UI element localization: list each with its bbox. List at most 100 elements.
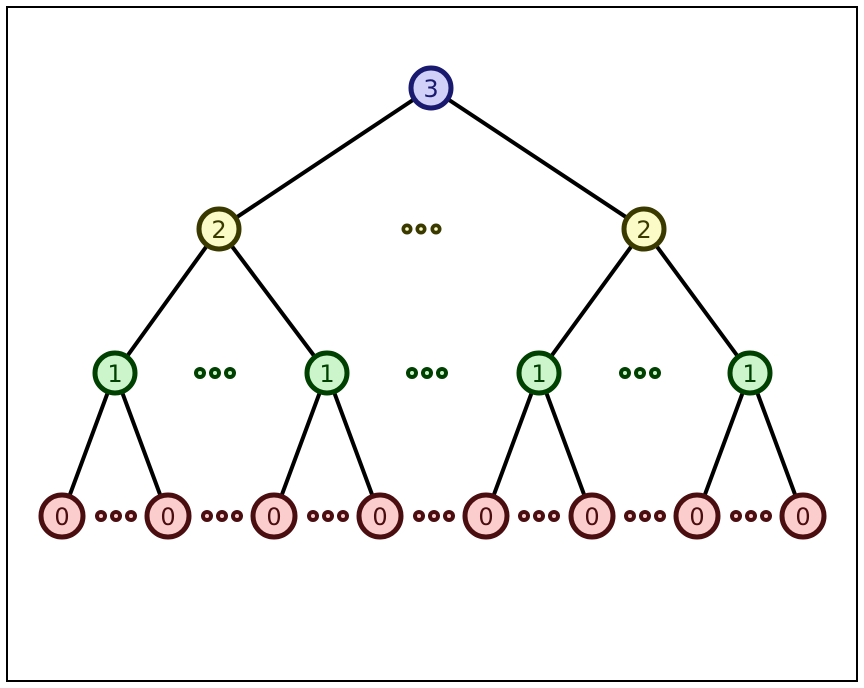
node-leaf-4-0-circle[interactable] — [356, 492, 404, 540]
ellipsis-leaf-3-dot-1-center — [311, 514, 315, 518]
edge-l1c-to-leaf5 — [484, 371, 541, 518]
node-l1-c-1[interactable]: 1 — [516, 350, 562, 396]
node-l1-d-1-label: 1 — [742, 360, 757, 388]
ellipsis-layer — [95, 223, 772, 522]
node-leaf-4-0[interactable]: 0 — [356, 492, 404, 540]
node-l1-c-1-circle[interactable] — [516, 350, 562, 396]
ellipsis-leaf-3-dot-3-center — [341, 514, 345, 518]
ellipsis-leaf-1-dot-2-center — [114, 514, 118, 518]
ellipsis-level-one-b-dot-2-center — [425, 371, 429, 375]
edge-l1a-to-leaf2 — [113, 371, 170, 518]
ellipsis-leaf-4-dot-3-center — [447, 514, 451, 518]
node-leaf-3-0-circle[interactable] — [250, 492, 298, 540]
node-leaf-2-0-circle[interactable] — [144, 492, 192, 540]
ellipsis-leaf-4 — [413, 510, 455, 522]
node-l1-b-1[interactable]: 1 — [304, 350, 350, 396]
ellipsis-level-one-c-dot-2-center — [638, 371, 642, 375]
ellipsis-leaf-6-dot-3-center — [658, 514, 662, 518]
node-leaf-1-0-label: 0 — [54, 503, 69, 531]
node-leaf-3-0-label: 0 — [266, 503, 281, 531]
node-leaf-6-0-circle[interactable] — [568, 492, 616, 540]
edge-root-to-l2-right — [429, 86, 646, 231]
node-root-3-label: 3 — [423, 75, 438, 103]
ellipsis-level-one-a-dot-1-center — [198, 371, 202, 375]
node-l2-right-2-circle[interactable] — [621, 206, 667, 252]
ellipsis-leaf-7-dot-1-center — [734, 514, 738, 518]
node-layer: 3 2 2 1 1 1 1 0 0 0 0 0 0 0 0 — [38, 65, 827, 540]
ellipsis-leaf-3-dot-2-center — [326, 514, 330, 518]
node-leaf-1-0-circle[interactable] — [38, 492, 86, 540]
node-l1-c-1-label: 1 — [531, 360, 546, 388]
ellipsis-level-two-dot-3-center — [434, 227, 438, 231]
ellipsis-level-one-b-dot-3-center — [440, 371, 444, 375]
ellipsis-leaf-7-dot-2-center — [749, 514, 753, 518]
edge-l2left-to-l1a — [113, 227, 221, 375]
node-l2-left-2-circle[interactable] — [196, 206, 242, 252]
ellipsis-leaf-5-dot-2-center — [537, 514, 541, 518]
ellipsis-leaf-4-dot-1-center — [417, 514, 421, 518]
ellipsis-leaf-6-dot-2-center — [643, 514, 647, 518]
node-l1-a-1[interactable]: 1 — [92, 350, 138, 396]
edge-l1b-to-leaf4 — [325, 371, 382, 518]
ellipsis-leaf-2-dot-1-center — [205, 514, 209, 518]
node-root-3[interactable]: 3 — [408, 65, 454, 111]
node-leaf-3-0[interactable]: 0 — [250, 492, 298, 540]
node-l1-b-1-circle[interactable] — [304, 350, 350, 396]
ellipsis-leaf-2 — [201, 510, 243, 522]
edge-l1b-to-leaf3 — [272, 371, 329, 518]
ellipsis-level-one-c — [619, 367, 661, 379]
ellipsis-leaf-7 — [730, 510, 772, 522]
node-leaf-8-0[interactable]: 0 — [779, 492, 827, 540]
ellipsis-leaf-2-dot-2-center — [220, 514, 224, 518]
ellipsis-leaf-5 — [518, 510, 560, 522]
frame-layer — [6, 6, 858, 682]
ellipsis-leaf-1-dot-3-center — [129, 514, 133, 518]
node-l2-right-2[interactable]: 2 — [621, 206, 667, 252]
ellipsis-leaf-1 — [95, 510, 137, 522]
ellipsis-leaf-3 — [307, 510, 349, 522]
node-root-3-circle[interactable] — [408, 65, 454, 111]
node-leaf-8-0-circle[interactable] — [779, 492, 827, 540]
edge-layer — [60, 86, 805, 518]
ellipsis-level-two-dot-1-center — [405, 227, 409, 231]
ellipsis-level-one-b-dot-1-center — [410, 371, 414, 375]
ellipsis-level-one-c-dot-1-center — [623, 371, 627, 375]
node-leaf-6-0[interactable]: 0 — [568, 492, 616, 540]
node-l2-right-2-label: 2 — [636, 216, 651, 244]
ellipsis-level-one-b — [406, 367, 448, 379]
edge-l1c-to-leaf6 — [537, 371, 594, 518]
node-leaf-2-0[interactable]: 0 — [144, 492, 192, 540]
node-leaf-7-0[interactable]: 0 — [673, 492, 721, 540]
node-l2-left-2[interactable]: 2 — [196, 206, 242, 252]
node-leaf-7-0-circle[interactable] — [673, 492, 721, 540]
ellipsis-level-two — [401, 223, 442, 235]
ellipsis-level-one-c-dot-3-center — [653, 371, 657, 375]
node-leaf-5-0[interactable]: 0 — [462, 492, 510, 540]
ellipsis-level-two-dot-2-center — [419, 227, 423, 231]
edge-l1a-to-leaf1 — [60, 371, 117, 518]
edge-l2left-to-l1b — [217, 227, 329, 375]
node-leaf-2-0-label: 0 — [160, 503, 175, 531]
ellipsis-level-one-a-dot-3-center — [228, 371, 232, 375]
node-l2-left-2-label: 2 — [211, 216, 226, 244]
ellipsis-level-one-a — [194, 367, 236, 379]
ellipsis-leaf-2-dot-3-center — [235, 514, 239, 518]
node-l1-d-1-circle[interactable] — [727, 350, 773, 396]
node-leaf-8-0-label: 0 — [795, 503, 810, 531]
ellipsis-leaf-6 — [624, 510, 666, 522]
node-leaf-6-0-label: 0 — [584, 503, 599, 531]
node-leaf-7-0-label: 0 — [689, 503, 704, 531]
node-leaf-5-0-label: 0 — [478, 503, 493, 531]
edge-l2right-to-l1d — [642, 227, 752, 375]
edge-root-to-l2-left — [217, 86, 433, 231]
edge-l2right-to-l1c — [537, 227, 646, 375]
ellipsis-leaf-6-dot-1-center — [628, 514, 632, 518]
node-l1-d-1[interactable]: 1 — [727, 350, 773, 396]
node-leaf-4-0-label: 0 — [372, 503, 387, 531]
node-leaf-1-0[interactable]: 0 — [38, 492, 86, 540]
node-leaf-5-0-circle[interactable] — [462, 492, 510, 540]
node-l1-a-1-label: 1 — [107, 360, 122, 388]
node-l1-a-1-circle[interactable] — [92, 350, 138, 396]
ellipsis-leaf-7-dot-3-center — [764, 514, 768, 518]
